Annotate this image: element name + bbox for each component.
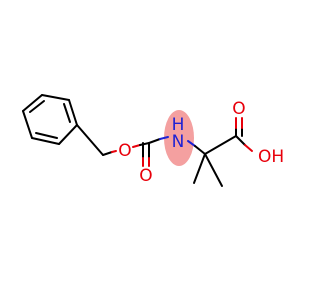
c-cooh-bond — [204, 135, 237, 155]
hydroxyl-label: OH — [258, 147, 284, 167]
benzyl-bond — [76, 124, 104, 156]
carbonyl-oxygen-label: O — [139, 166, 152, 186]
ring-bond-6 — [22, 110, 33, 139]
c-n-bond-nitrogen — [159, 136, 169, 140]
methyl-bond-1 — [193, 153, 206, 184]
ch2-o-bond-carbon — [102, 151, 113, 156]
ring-bond-3 — [68, 99, 78, 126]
molecule-canvas: O O H N O OH — [22, 94, 284, 187]
ring-double-2 — [63, 103, 71, 123]
ring-bond-4 — [58, 124, 78, 145]
nitrogen-label: N — [172, 132, 185, 152]
c-n-bond-carbon — [148, 138, 161, 144]
ester-oxygen-label: O — [118, 141, 131, 161]
nitrogen-hydrogen-label: H — [172, 115, 185, 135]
methyl-bond-2 — [204, 153, 223, 187]
n-c-bond-nitrogen — [187, 140, 196, 147]
acid-oxygen-label: O — [232, 99, 245, 119]
benzene-ring — [22, 94, 78, 145]
ring-bond-1 — [22, 94, 43, 112]
ch2-o-bond-oxygen — [111, 150, 117, 153]
ring-double-3 — [35, 132, 58, 139]
ring-bond-5 — [31, 137, 60, 145]
c-oh-bond-carbon — [235, 135, 246, 146]
structure-diagram: O O H N O OH — [22, 94, 284, 187]
c-oh-bond-oxygen — [244, 144, 253, 152]
ring-bond-2 — [41, 94, 70, 101]
nh-highlight — [164, 110, 194, 166]
o-c-bond-carbon — [139, 142, 150, 146]
o-c-bond-oxygen — [132, 144, 141, 148]
ring-double-1 — [29, 100, 45, 113]
n-c-bond-carbon — [194, 145, 206, 155]
